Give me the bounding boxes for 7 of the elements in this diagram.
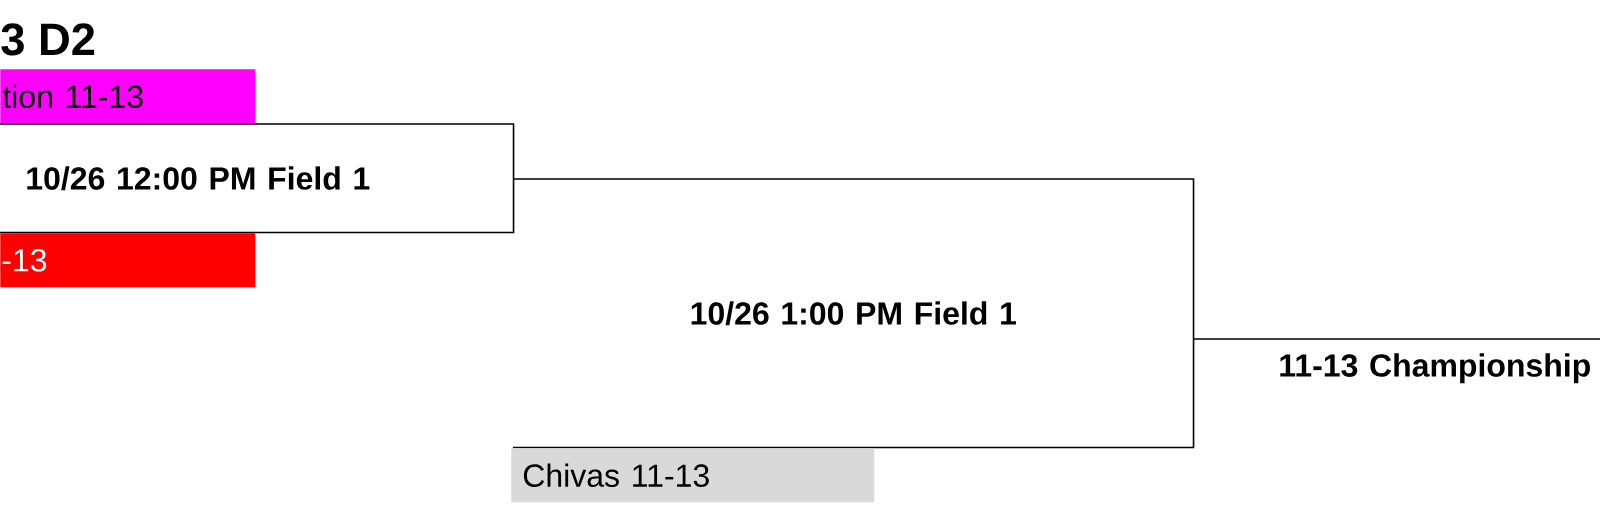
- team-box: tion 11-13: [0, 69, 256, 124]
- bracket-box: 10/26 1:00 PM Field 1: [512, 178, 1195, 449]
- title: 3 D2: [1, 23, 95, 56]
- bracket-box: 10/26 12:00 PM Field 1: [0, 123, 515, 234]
- team-box: -13: [0, 233, 256, 288]
- bracket-box: 11-13 Championship: [1192, 338, 1600, 384]
- team-box: Chivas 11-13: [511, 448, 875, 503]
